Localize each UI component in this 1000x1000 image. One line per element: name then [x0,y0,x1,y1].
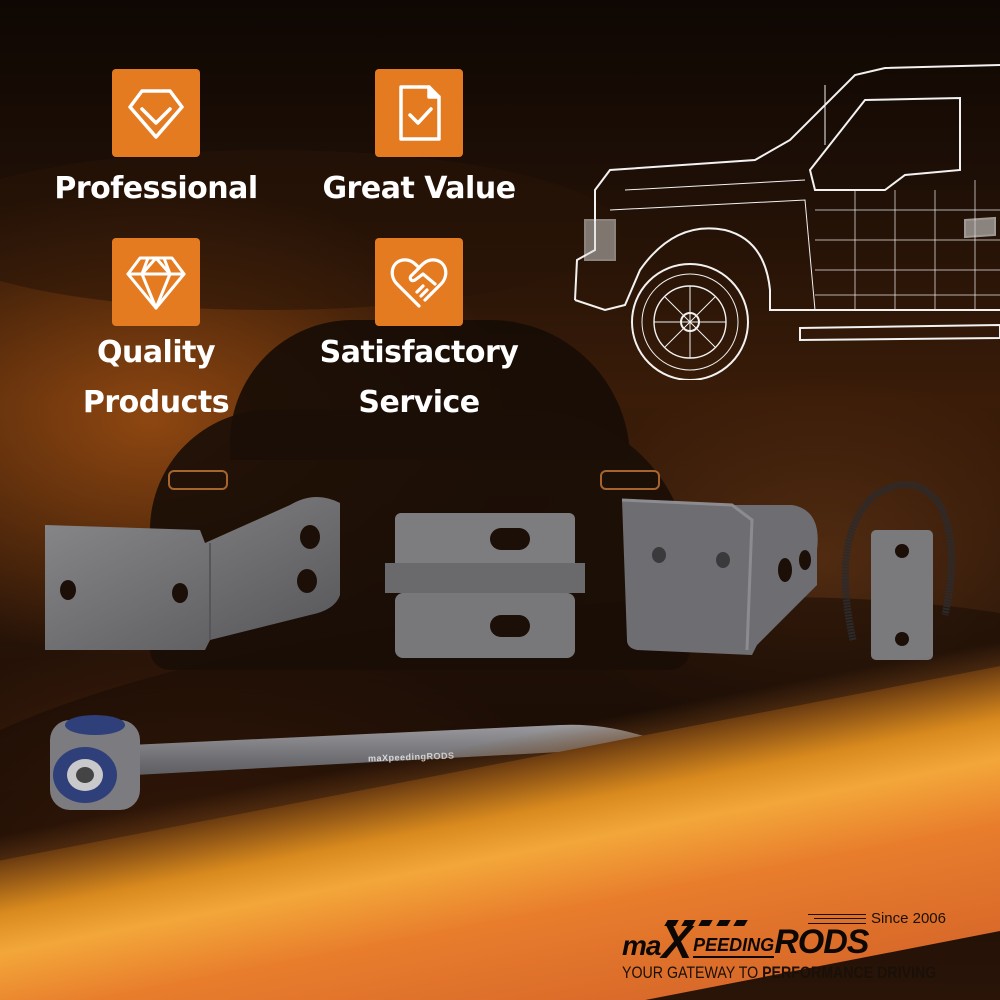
headlight-right [600,470,660,490]
brand-tagline: YOUR GATEWAY TO PERFORMANCE DRIVING [622,964,937,982]
feature-label: Quality Products [82,335,230,420]
headlight-left [168,470,228,490]
angle-bracket [617,490,822,660]
wireframe-truck-illustration [565,60,1000,381]
heart-handshake-icon [375,238,463,326]
background-hill [0,150,620,310]
brand-logo: Since 2006 ma X PEEDING RODS YOUR GATEWA… [618,908,958,988]
feature-label: Great Value [322,171,516,206]
feature-professional: Professional [40,69,272,213]
feature-label: Professional [54,171,258,206]
feature-quality-products: Quality Products [40,238,272,428]
speed-lines [808,914,866,924]
diamond-icon [112,238,200,326]
since-label: Since 2006 [870,910,946,927]
document-check-icon [375,69,463,157]
gem-check-icon [112,69,200,157]
spacer-plate [871,530,933,660]
box-bracket [385,503,585,668]
feature-great-value: Great Value [300,69,538,213]
feature-satisfactory-service: Satisfactory Service [300,238,538,428]
brand-wordmark: ma X PEEDING RODS [622,916,869,968]
bracket-left [40,485,370,655]
cable-loop [835,475,965,655]
feature-label: Satisfactory Service [319,335,519,420]
